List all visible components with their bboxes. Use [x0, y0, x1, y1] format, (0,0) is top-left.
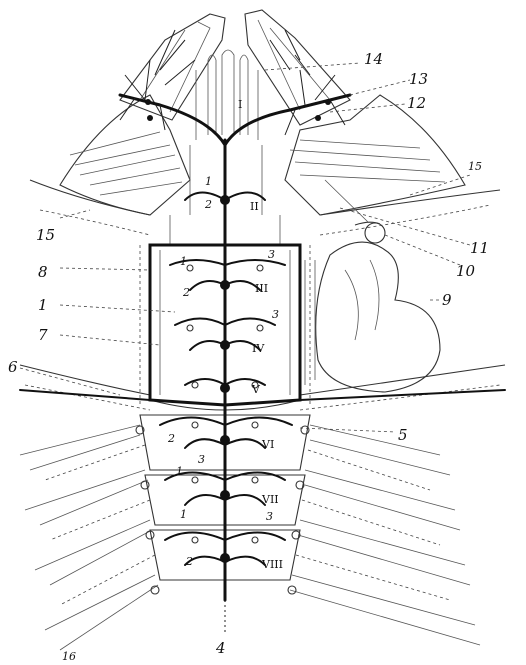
label-9: 9: [442, 291, 452, 309]
label-14: 14: [364, 50, 383, 68]
label-1: 1: [38, 296, 48, 314]
branch-number: 2: [167, 432, 175, 445]
label-7: 7: [38, 326, 48, 344]
label-4: 4: [215, 639, 226, 657]
segment-VII: VII: [261, 493, 279, 506]
branch-number: 1: [176, 465, 183, 478]
segment-II: II: [250, 200, 259, 213]
segment-VIII: VIII: [261, 558, 283, 571]
branch-number: 1: [180, 508, 187, 521]
mandible-lobes: [120, 10, 350, 140]
label-8: 8: [38, 263, 48, 281]
leader-lines: [20, 63, 470, 432]
label-15-left: 15: [36, 226, 55, 244]
branch-number: 3: [266, 510, 273, 523]
vascular-system: [20, 30, 505, 635]
branch-number: 1: [180, 255, 187, 268]
branch-numbers: 1 2 1 3 2 3 2 3 1 1 3 2: [167, 175, 279, 568]
label-10: 10: [456, 262, 476, 280]
segment-VI: VI: [261, 438, 274, 451]
branch-number: 2: [204, 198, 212, 211]
branch-number: 1: [205, 175, 212, 188]
organ-9: [305, 180, 440, 392]
label-15-right: 15: [468, 160, 482, 173]
segment-IV: IV: [252, 342, 265, 355]
segment-V: V: [251, 383, 261, 396]
label-12: 12: [407, 94, 426, 112]
segment-I: I: [238, 98, 242, 111]
branch-number: 2: [182, 286, 190, 299]
branch-number: 3: [272, 308, 279, 321]
branch-number: 2: [185, 555, 193, 568]
segment-III: III: [255, 282, 268, 295]
label-11: 11: [470, 239, 489, 257]
labels: 14 13 12 15 15 11 10 9 8 1 7 6 5 4 16: [8, 50, 489, 663]
label-5: 5: [398, 426, 408, 444]
label-16: 16: [62, 650, 76, 663]
branch-number: 3: [268, 248, 275, 261]
label-6: 6: [8, 358, 18, 376]
label-13: 13: [409, 70, 428, 88]
branch-number: 3: [198, 453, 205, 466]
